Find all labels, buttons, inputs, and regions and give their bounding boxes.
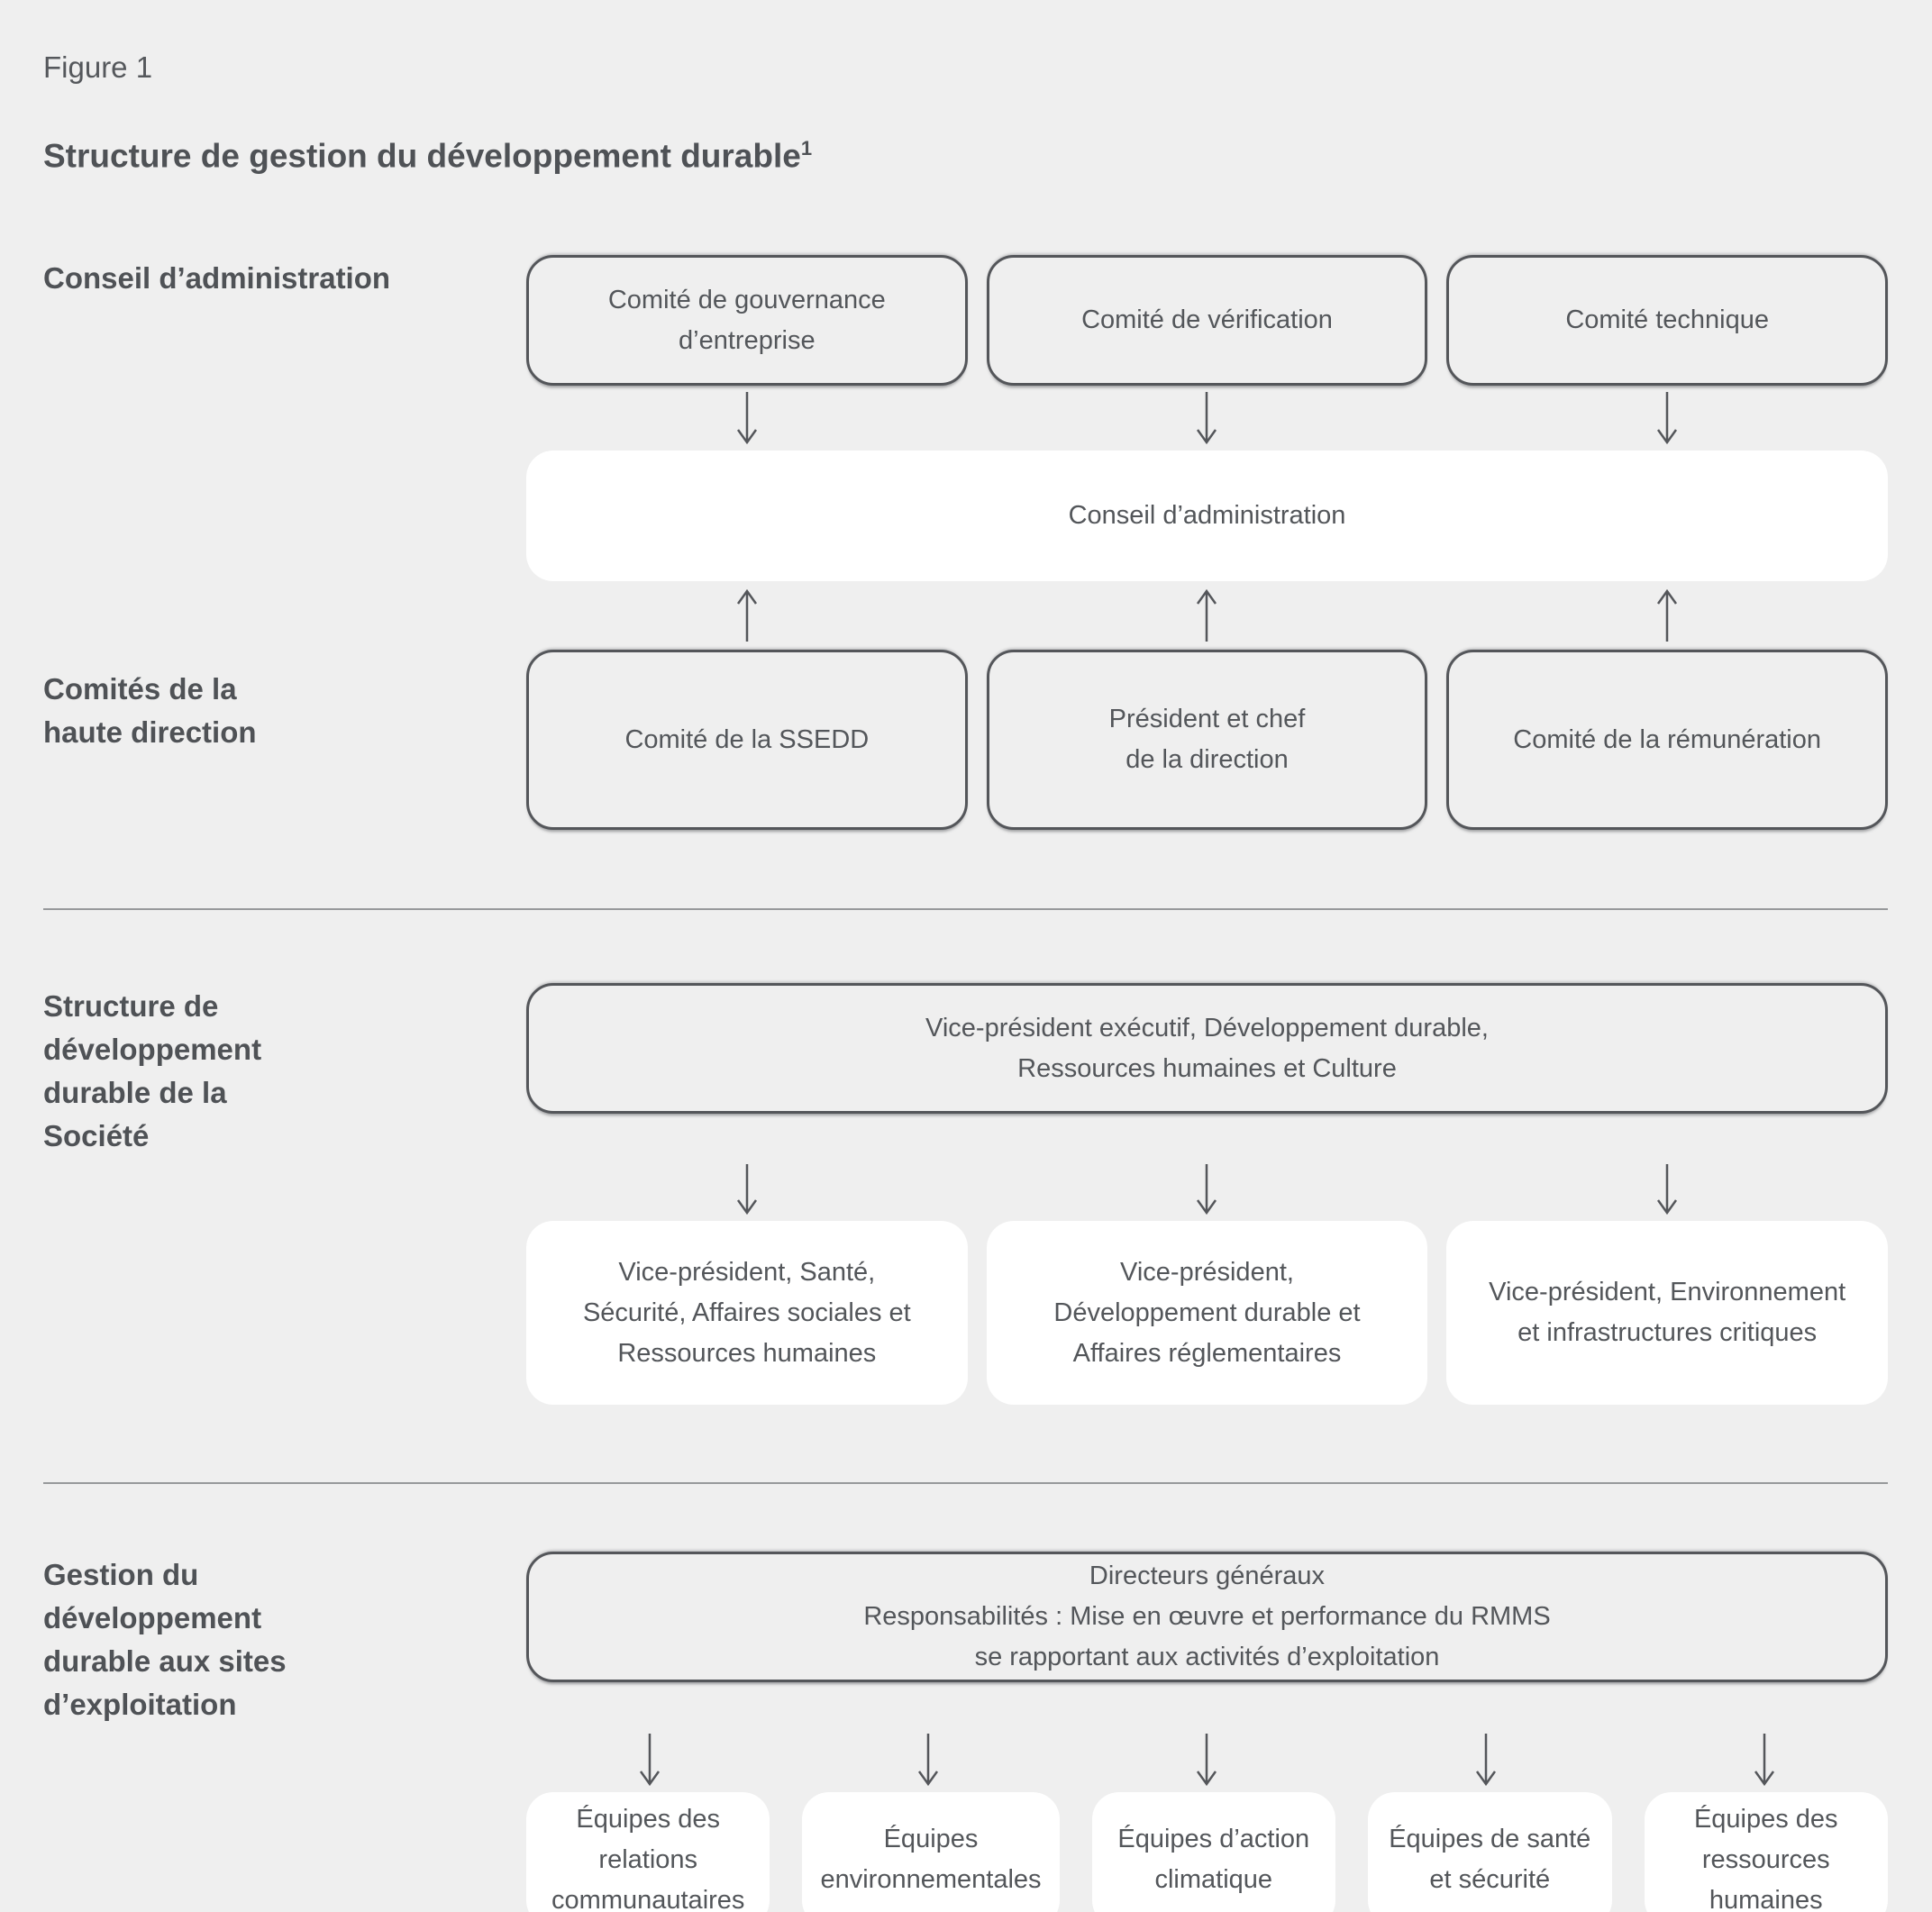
executive-committees-row: Comités de la haute direction Comité de … [43, 650, 1888, 831]
divider [43, 908, 1888, 911]
section-site: Gestion du développement durable aux sit… [43, 1552, 1888, 1912]
box-comite-ssedd: Comité de la SSEDD [526, 650, 968, 831]
arrow-up-icon [1197, 589, 1217, 642]
box-comite-technique: Comité technique [1446, 255, 1888, 387]
box-comite-verification: Comité de vérification [986, 255, 1428, 387]
arrow-down-icon [1657, 1164, 1678, 1215]
arrow-up-icon [736, 589, 757, 642]
box-vp-executif: Vice-président exécutif, Développement d… [526, 983, 1888, 1115]
box-equipes-relations-communautaires: Équipes des relations communautaires [526, 1792, 770, 1912]
section-corporate: Structure de développement durable de la… [43, 983, 1888, 1406]
arrow-down-icon [1754, 1733, 1775, 1786]
box-directeurs-generaux: Directeurs généraux Responsabilités : Mi… [526, 1552, 1888, 1683]
box-equipes-sante-securite: Équipes de santé et sécurité [1368, 1792, 1612, 1912]
arrow-down-icon [736, 392, 757, 445]
arrow-down-icon [1197, 392, 1217, 445]
divider [43, 1482, 1888, 1485]
box-conseil-administration: Conseil d’administration [526, 451, 1888, 582]
arrow-up-icon [1657, 589, 1678, 642]
box-comite-gouvernance: Comité de gouvernance d’entreprise [526, 255, 968, 387]
arrow-down-icon [736, 1164, 757, 1215]
box-president-chef-direction: Président et chef de la direction [986, 650, 1428, 831]
arrow-down-icon [918, 1733, 939, 1786]
footnote-ref: 1 [800, 137, 813, 159]
box-equipes-ressources-humaines: Équipes des ressources humaines [1644, 1792, 1888, 1912]
arrow-down-icon [1197, 1733, 1217, 1786]
box-equipes-action-climatique: Équipes d’action climatique [1091, 1792, 1336, 1912]
box-comite-remuneration: Comité de la rémunération [1446, 650, 1888, 831]
board-committees-row: Conseil d’administration Comité de gouve… [43, 255, 1888, 387]
arrow-down-icon [1657, 392, 1678, 445]
figure-label: Figure 1 [43, 50, 153, 84]
corporate-section-label: Structure de développement durable de la… [43, 989, 262, 1153]
arrow-down-icon [1197, 1164, 1217, 1215]
box-equipes-environnementales: Équipes environnementales [802, 1792, 1060, 1912]
site-section-label: Gestion du développement durable aux sit… [43, 1558, 287, 1722]
box-vp-environnement: Vice-président, Environnement et infrast… [1446, 1221, 1888, 1406]
box-vp-developpement-durable: Vice-président, Développement durable et… [986, 1221, 1428, 1406]
arrow-down-icon [1475, 1733, 1496, 1786]
section-board: Conseil d’administration Comité de gouve… [43, 255, 1888, 831]
figure-title-text: Structure de gestion du développement du… [43, 137, 801, 175]
board-section-label: Conseil d’administration [43, 261, 391, 296]
arrow-down-icon [639, 1733, 660, 1786]
executive-section-label: Comités de la haute direction [43, 672, 257, 750]
figure-title: Structure de gestion du développement du… [43, 129, 1888, 176]
box-vp-sante-securite: Vice-président, Santé, Sécurité, Affaire… [526, 1221, 968, 1406]
